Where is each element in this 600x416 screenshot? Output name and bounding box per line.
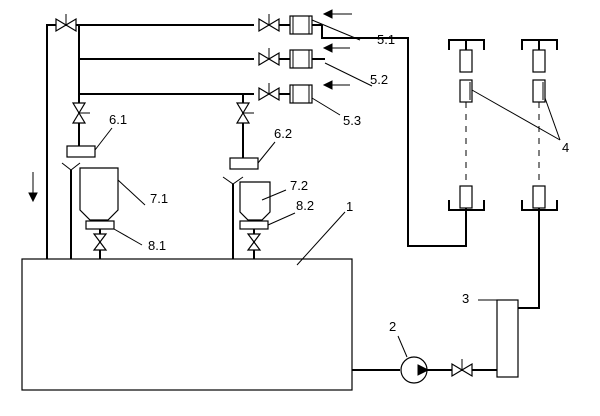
leader-4a: [471, 89, 561, 141]
label-4: 4: [562, 140, 569, 155]
leader-1: [296, 211, 346, 266]
label-82: 8.2: [296, 198, 314, 213]
leader-61: [94, 127, 113, 151]
tank-1: [21, 258, 353, 391]
label-61: 6.1: [109, 112, 127, 127]
valve-line-52[interactable]: [258, 48, 280, 67]
inlet-arrow-3: [322, 80, 350, 90]
inlet-arrow-2: [322, 43, 350, 53]
left-return-pipe: [28, 24, 254, 259]
down-arrow-icon: [28, 192, 38, 203]
feeder-81: [85, 220, 115, 230]
leader-2: [397, 335, 408, 358]
valve-82[interactable]: [246, 233, 262, 251]
return-line-to-bank: [321, 25, 467, 247]
heater-3: [496, 299, 519, 378]
label-52: 5.2: [370, 72, 388, 87]
leader-72: [261, 189, 287, 201]
hopper-72: [239, 181, 271, 221]
label-71: 7.1: [150, 191, 168, 206]
hopper-71: [79, 167, 119, 221]
valve-62[interactable]: [235, 102, 254, 124]
leader-82: [267, 212, 296, 226]
leader-81: [113, 228, 143, 246]
pump-2: [400, 356, 430, 384]
feed-pipes: [70, 25, 254, 259]
leader-53: [311, 97, 341, 116]
valve-line-51[interactable]: [258, 14, 280, 33]
leader-62: [257, 141, 276, 164]
mixer-62: [229, 157, 259, 170]
flowmeter-51: [279, 15, 322, 35]
label-3: 3: [462, 291, 469, 306]
valve-line-53[interactable]: [258, 83, 280, 102]
valve-pump[interactable]: [451, 359, 473, 378]
funnel-61: [61, 162, 81, 171]
flowmeter-53: [279, 84, 313, 104]
label-81: 8.1: [148, 238, 166, 253]
mixer-61: [66, 145, 96, 158]
leader-71: [117, 179, 146, 206]
label-2: 2: [389, 319, 396, 334]
flowmeter-bank-left: [448, 39, 485, 224]
valve-61[interactable]: [71, 102, 90, 124]
flowmeter-52: [279, 49, 325, 69]
leader-4b: [544, 97, 561, 141]
pipe-bank-to-heater: [518, 224, 540, 309]
label-1: 1: [346, 199, 353, 214]
label-51: 5.1: [377, 32, 395, 47]
leader-51: [311, 19, 361, 41]
leader-52: [324, 62, 373, 87]
label-72: 7.2: [290, 178, 308, 193]
flowmeter-bank-right: [521, 39, 558, 224]
valve-81[interactable]: [92, 233, 108, 251]
feeder-82: [239, 220, 269, 230]
valve-top-left[interactable]: [55, 14, 77, 33]
inlet-arrow-1: [322, 9, 352, 19]
label-53: 5.3: [343, 113, 361, 128]
label-62: 6.2: [274, 126, 292, 141]
